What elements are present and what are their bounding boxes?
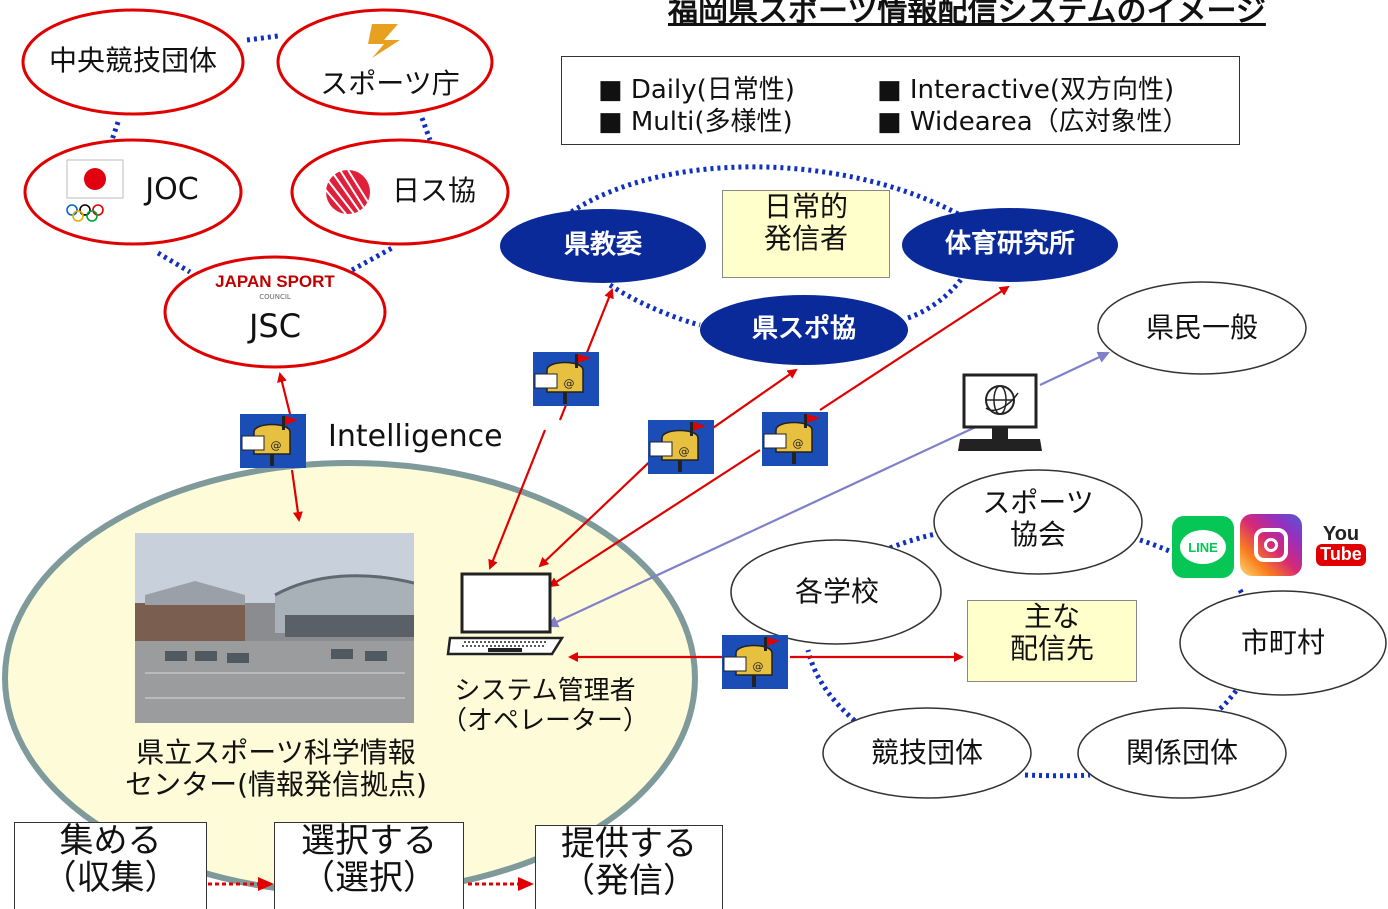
competition-label: 競技団体: [870, 736, 983, 769]
daily-ring: [558, 164, 965, 328]
svg-text:@: @: [271, 439, 282, 452]
center-building-photo: [135, 533, 414, 723]
mailbox-icon: @: [533, 352, 599, 406]
center-label-line1: 県立スポーツ科学情報: [136, 736, 416, 769]
instagram-camera-frame: [1254, 528, 1288, 562]
related-ellipse: [1077, 707, 1287, 799]
intelligence-label: Intelligence: [328, 419, 503, 454]
schools-ellipse: [730, 539, 942, 645]
step-collect-top: 集める: [59, 821, 162, 861]
step-select-bottom: （選択）: [301, 858, 437, 899]
kenmin-label: 県民一般: [1145, 311, 1258, 344]
joc-label: JOC: [145, 172, 199, 207]
instagram-lens: [1264, 538, 1278, 552]
legend-box: ■ Daily(日常性) ■ Multi(多様性) ■ Interactive(…: [561, 56, 1240, 145]
center-label: 県立スポーツ科学情報 センター(情報発信拠点): [96, 736, 456, 802]
municipalities-ellipse: [1179, 590, 1387, 696]
purple-arrows: [546, 351, 1110, 628]
jsc-label: JSC: [248, 307, 302, 345]
olympic-rings-icon: [66, 204, 104, 222]
chuo-ellipse: [21, 8, 245, 116]
svg-text:@: @: [564, 377, 575, 390]
related-label: 関係団体: [1125, 736, 1238, 769]
sports-assoc-label: スポーツ 協会: [936, 486, 1140, 552]
youtube-you: You: [1322, 523, 1360, 546]
svg-text:@: @: [753, 660, 764, 673]
operator-label-line2: （オペレーター）: [440, 705, 649, 736]
destination-note: 主な 配信先: [967, 600, 1137, 682]
sports-agency-label: スポーツ庁: [320, 67, 460, 100]
chuo-label: 中央競技団体: [48, 44, 217, 77]
kenkyoi-ellipse: [500, 209, 706, 283]
daily-note-line2: 発信者: [763, 222, 848, 256]
sports-agency-logo-icon: [368, 24, 400, 58]
instagram-icon: [1240, 514, 1302, 576]
daily-note-line1: 日常的: [763, 190, 848, 223]
line-app-label: LINE: [1180, 530, 1226, 564]
kenkyoi-label: 県教委: [563, 230, 642, 260]
svg-text:@: @: [679, 445, 690, 458]
svg-text:@: @: [793, 437, 804, 450]
mailbox-icon: @: [722, 635, 788, 689]
sports-assoc-line2: 協会: [1009, 518, 1066, 552]
kenmin-ellipse: [1097, 281, 1307, 375]
municipalities-label: 市町村: [1240, 626, 1325, 659]
sports-assoc-line1: スポーツ: [982, 486, 1094, 519]
step-provide-top: 提供する: [561, 824, 697, 864]
competition-ellipse: [822, 707, 1032, 799]
national-links: [109, 33, 433, 275]
legend-item-interactive: ■ Interactive(双方向性): [877, 75, 1175, 105]
step-select: 選択する （選択）: [274, 822, 464, 909]
step-provide: 提供する （発信）: [535, 825, 723, 909]
jsc-logo-subtext: COUNCIL: [259, 293, 291, 301]
kensupo-ellipse: [700, 295, 908, 365]
laptop-icon: [446, 572, 565, 656]
mailbox-icon: @: [762, 412, 828, 466]
step-select-top: 選択する: [301, 821, 437, 861]
schools-label: 各学校: [794, 575, 879, 608]
center-label-line2: センター(情報発信拠点): [125, 768, 427, 802]
legend-item-daily: ■ Daily(日常性): [598, 75, 795, 105]
step-collect-bottom: （収集）: [42, 858, 179, 899]
operator-label-line1: システム管理者: [454, 676, 636, 706]
destination-note-line1: 主な: [1023, 600, 1080, 633]
youtube-tube: Tube: [1316, 544, 1366, 566]
step-collect: 集める （収集）: [14, 822, 207, 909]
jsc-logo-text: JAPAN SPORT: [215, 272, 335, 291]
mailbox-icon: @: [240, 414, 306, 468]
destination-note-line2: 配信先: [1009, 632, 1094, 666]
jsc-ellipse: [163, 255, 387, 369]
nissukyo-ellipse: [290, 138, 510, 246]
sports-assoc-ellipse: [933, 469, 1143, 575]
youtube-icon: You Tube: [1312, 514, 1370, 576]
daily-sender-note: 日常的 発信者: [722, 190, 890, 278]
nissukyo-label: 日ス協: [391, 174, 476, 207]
step-provide-bottom: （発信）: [561, 861, 697, 902]
sports-agency-ellipse: [276, 8, 494, 116]
web-computer-icon: [958, 373, 1042, 451]
line-app-icon: LINE: [1172, 516, 1234, 578]
mailbox-icon: @: [648, 420, 714, 474]
kensupo-label: 県スポ協: [751, 314, 856, 344]
taiiku-label: 体育研究所: [944, 229, 1075, 259]
nissukyo-logo-icon: [323, 169, 370, 215]
legend-item-multi: ■ Multi(多様性): [598, 107, 793, 137]
operator-label: システム管理者 （オペレーター）: [430, 676, 660, 737]
taiiku-ellipse: [902, 208, 1118, 282]
page-title: 福岡県スポーツ情報配信システムのイメージ: [668, 0, 1266, 29]
legend-item-widearea: ■ Widearea（広対象性）: [877, 107, 1189, 137]
